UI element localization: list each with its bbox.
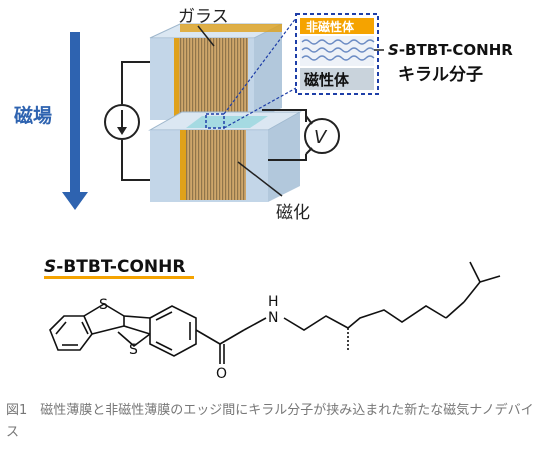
- lower-glass-block: [148, 111, 302, 202]
- atom-s2: S: [129, 342, 138, 358]
- magnetic-field-label: 磁場: [14, 104, 52, 127]
- figure-caption: 図1 磁性薄膜と非磁性薄膜のエッジ間にキラル分子が挟み込まれた新たな磁気ナノデバ…: [6, 403, 534, 440]
- voltmeter-symbol: V: [314, 127, 328, 148]
- atom-n: N: [268, 310, 278, 326]
- structure-title-suffix: -BTBT-CONHR: [56, 257, 185, 277]
- glass-label: ガラス: [178, 7, 229, 27]
- atom-s1: S: [99, 297, 108, 313]
- voltmeter-circuit: [262, 109, 340, 161]
- structure-title: S-BTBT-CONHR: [44, 257, 185, 277]
- inset-connector-1: [223, 17, 297, 115]
- upper-glass-block: [149, 23, 283, 120]
- magnetization-label: 磁化: [276, 203, 310, 223]
- junction-highlight: [205, 113, 225, 129]
- structure-title-underline: [44, 276, 194, 279]
- atom-h: H: [268, 294, 279, 310]
- chiral-molecule-label: キラル分子: [398, 65, 483, 85]
- inset-nonmagnetic-label: 非磁性体: [306, 19, 355, 34]
- glass-pointer: [197, 25, 215, 47]
- atom-o: O: [216, 366, 227, 382]
- molecule-label-suffix: -BTBT-CONHR: [399, 41, 513, 59]
- inset-magnetic-label: 磁性体: [304, 71, 350, 89]
- molecule-label-prefix: S: [388, 41, 399, 59]
- magnetization-pointer: [237, 161, 283, 197]
- structure-title-prefix: S: [44, 257, 56, 277]
- inset-box: [295, 13, 379, 95]
- inset-connector-2: [223, 87, 297, 129]
- molecule-label: S-BTBT-CONHR: [388, 41, 513, 59]
- magnetic-field-arrow: [62, 32, 88, 210]
- btbt-structure: [49, 261, 501, 364]
- current-source-circuit: [104, 61, 150, 181]
